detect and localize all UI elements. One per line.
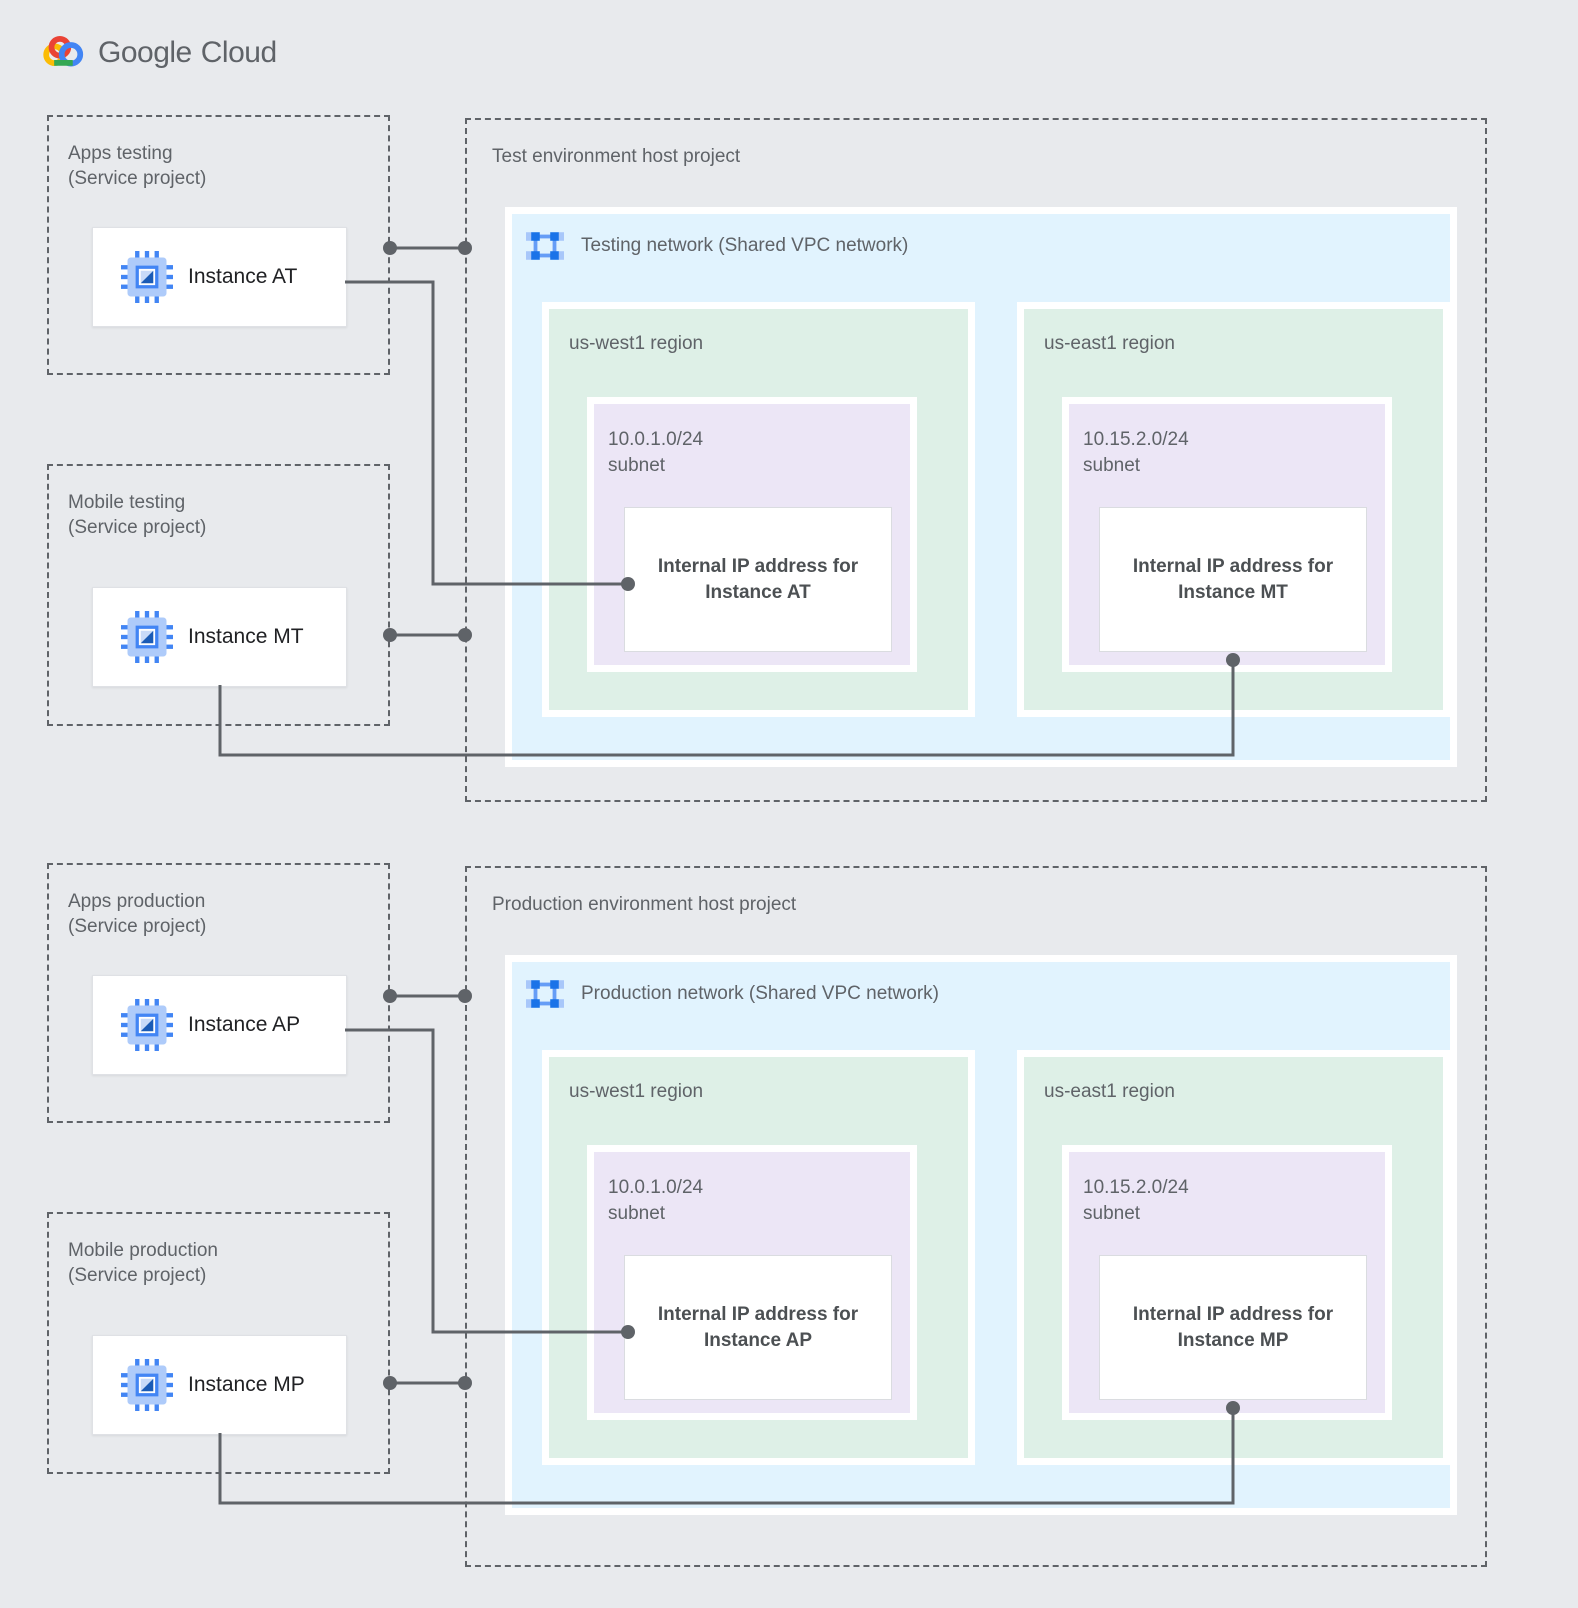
instance-card-mp: Instance MP (92, 1335, 347, 1435)
internal-ip-box-at: Internal IP address for Instance AT (624, 507, 892, 652)
internal-ip-box-ap: Internal IP address for Instance AP (624, 1255, 892, 1400)
subnet-label: 10.15.2.0/24 subnet (1083, 1175, 1189, 1227)
instance-label: Instance MT (188, 625, 304, 648)
logo-word-cloud: Cloud (200, 36, 277, 69)
internal-ip-line2: Instance MT (1178, 581, 1288, 603)
internal-ip-box-mt: Internal IP address for Instance MT (1099, 507, 1367, 652)
compute-engine-icon (121, 611, 173, 663)
subnet-word: subnet (1083, 455, 1141, 476)
internal-ip-line1: Internal IP address for (657, 555, 859, 577)
service-project-box-mobile-testing: Mobile testing (Service project) Instanc… (47, 464, 390, 726)
service-project-qualifier: (Service project) (68, 1265, 207, 1286)
instance-label: Instance MP (188, 1373, 305, 1396)
service-project-label: Apps testing (Service project) (68, 141, 206, 191)
region-box-us-west1: us-west1 region 10.0.1.0/24 subnet Inter… (542, 302, 975, 717)
subnet-box-us-east1: 10.15.2.0/24 subnet Internal IP address … (1062, 1145, 1392, 1420)
service-project-name: Mobile testing (68, 492, 186, 513)
testing-environment-group: Apps testing (Service project) Instance … (47, 115, 1487, 802)
service-project-label: Mobile testing (Service project) (68, 490, 206, 540)
instance-label: Instance AT (188, 265, 298, 288)
service-project-label: Apps production (Service project) (68, 889, 206, 939)
host-project-title: Test environment host project (492, 146, 741, 167)
region-label: us-west1 region (569, 333, 704, 354)
region-label: us-east1 region (1044, 1081, 1175, 1102)
subnet-cidr: 10.15.2.0/24 (1083, 429, 1189, 450)
region-box-us-east1: us-east1 region 10.15.2.0/24 subnet Inte… (1017, 1050, 1450, 1465)
subnet-cidr: 10.0.1.0/24 (608, 429, 704, 450)
host-project-box-production: Production environment host project Prod… (465, 866, 1487, 1567)
subnet-box-us-west1: 10.0.1.0/24 subnet Internal IP address f… (587, 397, 917, 672)
network-label: Production network (Shared VPC network) (581, 983, 939, 1004)
service-project-name: Mobile production (68, 1240, 218, 1261)
internal-ip-line1: Internal IP address for (1132, 555, 1334, 577)
region-label: us-west1 region (569, 1081, 704, 1102)
compute-engine-icon (121, 251, 173, 303)
subnet-word: subnet (608, 455, 666, 476)
region-box-us-east1: us-east1 region 10.15.2.0/24 subnet Inte… (1017, 302, 1450, 717)
network-header: Testing network (Shared VPC network) (526, 227, 908, 265)
subnet-word: subnet (1083, 1203, 1141, 1224)
subnet-label: 10.0.1.0/24 subnet (608, 1175, 703, 1227)
shared-vpc-network-box-testing: Testing network (Shared VPC network) us-… (505, 207, 1457, 767)
compute-engine-icon (121, 999, 173, 1051)
compute-engine-icon (121, 1359, 173, 1411)
service-project-box-apps-testing: Apps testing (Service project) Instance … (47, 115, 390, 375)
subnet-box-us-east1: 10.15.2.0/24 subnet Internal IP address … (1062, 397, 1392, 672)
internal-ip-line1: Internal IP address for (657, 1303, 859, 1325)
host-project-box-testing: Test environment host project Testing ne… (465, 118, 1487, 802)
internal-ip-line2: Instance MP (1177, 1329, 1289, 1351)
subnet-word: subnet (608, 1203, 666, 1224)
service-project-box-apps-production: Apps production (Service project) Instan… (47, 863, 390, 1123)
subnet-cidr: 10.0.1.0/24 (608, 1177, 704, 1198)
service-project-qualifier: (Service project) (68, 916, 207, 937)
service-project-box-mobile-production: Mobile production (Service project) Inst… (47, 1212, 390, 1474)
internal-ip-line2: Instance AP (703, 1329, 813, 1351)
internal-ip-box-mp: Internal IP address for Instance MP (1099, 1255, 1367, 1400)
vpc-network-icon (526, 975, 564, 1013)
region-box-us-west1: us-west1 region 10.0.1.0/24 subnet Inter… (542, 1050, 975, 1465)
instance-card-mt: Instance MT (92, 587, 347, 687)
instance-label: Instance AP (188, 1013, 301, 1036)
instance-card-at: Instance AT (92, 227, 347, 327)
logo-word-google: Google (98, 36, 192, 69)
internal-ip-line1: Internal IP address for (1132, 1303, 1334, 1325)
shared-vpc-network-box-production: Production network (Shared VPC network) … (505, 955, 1457, 1515)
host-project-title: Production environment host project (492, 894, 797, 915)
region-label: us-east1 region (1044, 333, 1175, 354)
subnet-box-us-west1: 10.0.1.0/24 subnet Internal IP address f… (587, 1145, 917, 1420)
production-environment-group: Apps production (Service project) Instan… (0, 748, 1578, 1608)
network-header: Production network (Shared VPC network) (526, 975, 939, 1013)
subnet-cidr: 10.15.2.0/24 (1083, 1177, 1189, 1198)
instance-card-ap: Instance AP (92, 975, 347, 1075)
service-project-qualifier: (Service project) (68, 168, 207, 189)
vpc-network-icon (526, 227, 564, 265)
service-project-name: Apps testing (68, 143, 173, 164)
internal-ip-line2: Instance AT (705, 581, 811, 603)
subnet-label: 10.15.2.0/24 subnet (1083, 427, 1189, 479)
service-project-qualifier: (Service project) (68, 517, 207, 538)
service-project-label: Mobile production (Service project) (68, 1238, 218, 1288)
network-label: Testing network (Shared VPC network) (581, 235, 909, 256)
subnet-label: 10.0.1.0/24 subnet (608, 427, 703, 479)
service-project-name: Apps production (68, 891, 206, 912)
